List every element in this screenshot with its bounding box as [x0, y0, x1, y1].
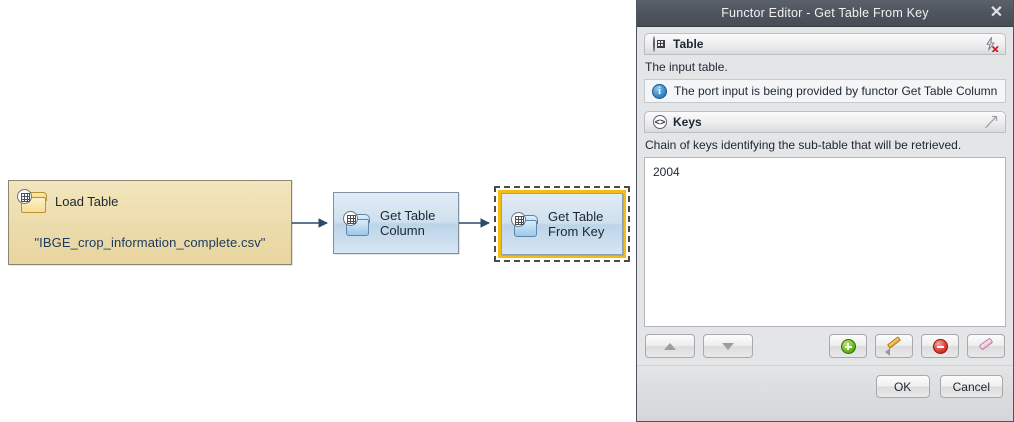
pencil-icon	[885, 336, 903, 356]
edit-key-button[interactable]	[875, 334, 913, 358]
node-load-table-header: Load Table	[9, 181, 291, 214]
remove-icon	[932, 338, 948, 354]
table-icon	[653, 36, 667, 52]
move-down-button[interactable]	[703, 334, 753, 358]
node-get-table-from-key-label: Get Table From Key	[548, 209, 604, 239]
port-info-bar: i The port input is being provided by fu…	[644, 79, 1006, 103]
section-description-keys: Chain of keys identifying the sub-table …	[645, 138, 962, 152]
folder-table-icon	[17, 188, 47, 214]
dialog-title: Functor Editor - Get Table From Key	[721, 6, 929, 20]
link-port-icon[interactable]	[983, 114, 999, 130]
node-get-table-from-key-line2: From Key	[548, 224, 605, 239]
section-header-keys: <> Keys	[644, 111, 1006, 133]
section-title-keys: Keys	[673, 115, 702, 129]
section-description-table: The input table.	[645, 60, 728, 74]
selection-highlight: Get Table From Key	[498, 190, 626, 258]
eraser-icon	[977, 337, 995, 354]
node-load-table-title: Load Table	[55, 194, 119, 209]
dialog-body: Table The input table. i The port input …	[637, 27, 1013, 365]
keys-list[interactable]: 2004	[644, 157, 1006, 327]
clear-keys-button[interactable]	[967, 334, 1005, 358]
ok-button[interactable]: OK	[875, 375, 930, 398]
node-get-table-column-line1: Get Table	[380, 208, 436, 223]
node-get-table-column[interactable]: Get Table Column	[333, 192, 459, 254]
graph-canvas[interactable]: Load Table "IBGE_crop_information_comple…	[0, 0, 636, 422]
cube-table-icon	[511, 210, 541, 238]
cube-table-icon	[343, 209, 373, 237]
dialog-titlebar[interactable]: Functor Editor - Get Table From Key ✕	[637, 0, 1013, 27]
node-load-table[interactable]: Load Table "IBGE_crop_information_comple…	[8, 180, 292, 265]
graph-edges	[292, 218, 490, 228]
move-up-button[interactable]	[645, 334, 695, 358]
close-icon[interactable]: ✕	[989, 3, 1004, 21]
section-title-table: Table	[673, 37, 704, 51]
node-get-table-column-line2: Column	[380, 223, 425, 238]
node-load-table-subtitle: "IBGE_crop_information_complete.csv"	[34, 235, 266, 250]
port-info-message: The port input is being provided by func…	[674, 84, 998, 98]
triangle-down-icon	[722, 342, 734, 350]
disconnect-port-icon[interactable]	[983, 36, 999, 53]
remove-key-button[interactable]	[921, 334, 959, 358]
section-header-table: Table	[644, 33, 1006, 55]
node-get-table-from-key-selection[interactable]: Get Table From Key	[494, 186, 630, 262]
list-item[interactable]: 2004	[653, 165, 680, 179]
node-get-table-from-key[interactable]: Get Table From Key	[501, 193, 623, 255]
code-brackets-icon: <>	[653, 115, 667, 129]
add-icon	[840, 338, 856, 354]
info-icon: i	[652, 83, 667, 99]
triangle-up-icon	[664, 342, 676, 350]
keys-list-toolbar	[644, 327, 1006, 365]
cancel-button[interactable]: Cancel	[939, 375, 1003, 398]
functor-editor-dialog: Functor Editor - Get Table From Key ✕ Ta…	[636, 0, 1014, 422]
dialog-footer: OK Cancel	[637, 365, 1013, 421]
add-key-button[interactable]	[829, 334, 867, 358]
node-get-table-from-key-line1: Get Table	[548, 209, 604, 224]
node-get-table-column-label: Get Table Column	[380, 208, 435, 238]
